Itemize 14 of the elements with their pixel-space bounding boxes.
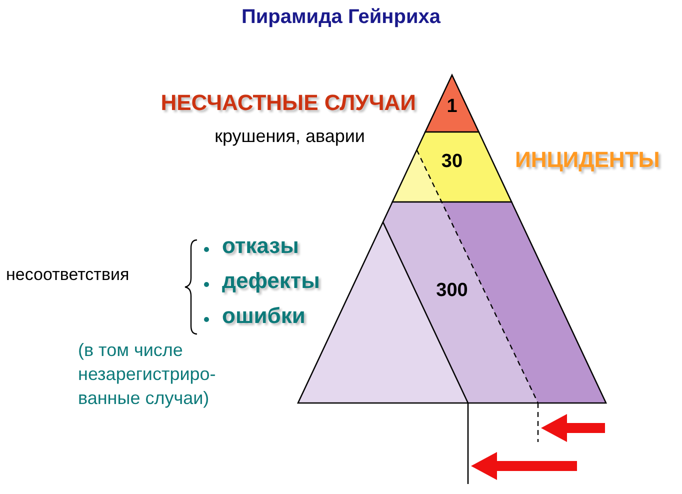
list-item: дефекты xyxy=(222,268,320,294)
category-heading: НЕСЧАСТНЫЕ СЛУЧАИ xyxy=(160,90,416,116)
diagram-title: Пирамида Гейнриха xyxy=(240,6,442,29)
count-label: 30 xyxy=(441,151,463,172)
pyramid-tier xyxy=(391,131,513,203)
category-heading: несоответствия xyxy=(6,265,130,285)
category-note: крушения, аварии xyxy=(214,126,365,147)
category-heading: ИНЦИДЕНТЫ xyxy=(515,147,660,173)
count-label: 300 xyxy=(436,280,468,301)
list-item: отказы xyxy=(222,233,299,259)
count-label: 1 xyxy=(446,96,458,117)
pyramid-tier xyxy=(424,73,480,133)
list-item: ошибки xyxy=(222,303,306,329)
note-text: (в том числе незарегистриро- ванные случаи) xyxy=(78,339,217,410)
